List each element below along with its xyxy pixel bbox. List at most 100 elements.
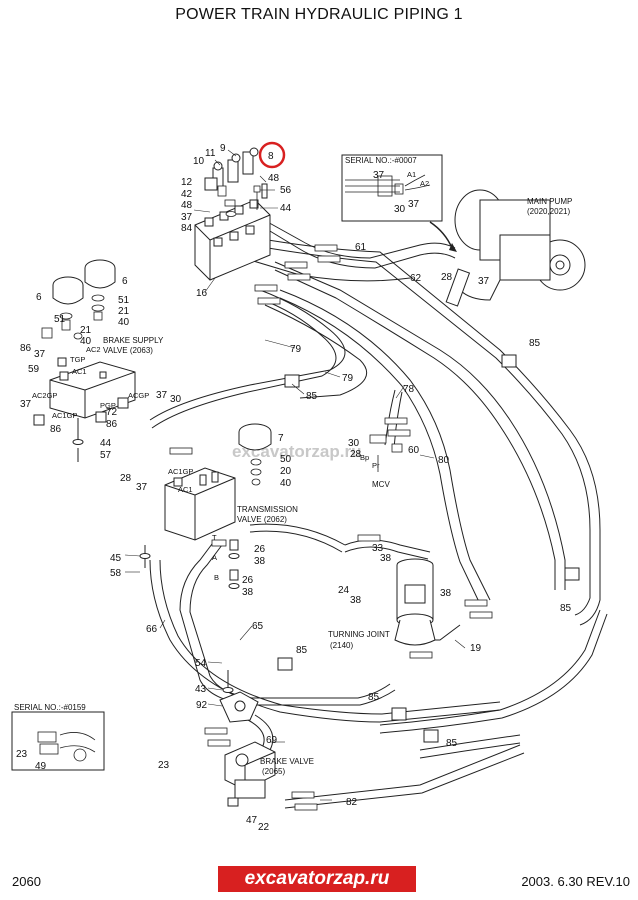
part-number: 59	[28, 364, 40, 375]
part-number: 37	[34, 349, 46, 360]
manifold-block	[194, 199, 271, 281]
hose-fittings	[169, 244, 493, 811]
part-number: 20	[280, 466, 292, 477]
revision-date: 2003. 6.30 REV.10	[521, 874, 630, 889]
part-number: 30	[170, 394, 182, 405]
part-number: 22	[258, 822, 270, 833]
part-number: 45	[110, 553, 122, 564]
part-number: 85	[446, 738, 458, 749]
part-number: 40	[80, 336, 92, 347]
port-label: ACGP	[128, 391, 149, 400]
part-number: 6	[122, 276, 128, 287]
port-label: TGP	[70, 355, 85, 364]
hose-fitting	[211, 539, 227, 547]
transmission-valve	[139, 467, 240, 589]
part-number-highlighted: 8	[268, 151, 274, 162]
hose-fitting	[357, 534, 381, 542]
part-number: 60	[408, 445, 420, 456]
hose-fitting	[287, 273, 311, 281]
pipe-clamps	[277, 354, 580, 743]
main-pump-ref: (2020,2021)	[527, 207, 570, 216]
part-number: 92	[196, 700, 208, 711]
port-label: AC1	[178, 485, 193, 494]
brake-valve-ref: (2065)	[262, 767, 285, 776]
part-number: 58	[110, 568, 122, 579]
pipe-runs	[149, 214, 608, 809]
part-number: 38	[242, 587, 254, 598]
part-number: 43	[195, 684, 207, 695]
part-number: 86	[50, 424, 62, 435]
port-label: Bp	[360, 453, 369, 462]
port-label: AC2GP	[32, 391, 57, 400]
part-number: 57	[100, 450, 112, 461]
part-number: 21	[80, 325, 92, 336]
hose-fitting	[294, 803, 318, 811]
brand-banner[interactable]: excavatorzap.ru	[218, 866, 416, 892]
part-number: 86	[106, 419, 118, 430]
part-number: 85	[306, 391, 318, 402]
brake-valve-label: BRAKE VALVE	[260, 757, 314, 766]
part-number: 24	[338, 585, 350, 596]
part-number: 78	[403, 384, 415, 395]
part-number: 40	[118, 317, 130, 328]
part-number: 85	[560, 603, 572, 614]
highlight-circle	[258, 141, 286, 169]
brake-supply-valve	[33, 357, 136, 462]
hose-fitting	[409, 651, 433, 659]
turning-joint-label: TURNING JOINT	[328, 630, 390, 639]
transmission-label: TRANSMISSION	[237, 505, 298, 514]
part-number: 66	[146, 624, 158, 635]
arrow-head	[449, 243, 457, 252]
hose-fitting	[207, 739, 231, 747]
part-number: 21	[118, 306, 130, 317]
part-number: 61	[355, 242, 367, 253]
part-number: 6	[36, 292, 42, 303]
brake-valve	[224, 741, 276, 807]
clamp	[423, 729, 439, 743]
page-number: 2060	[12, 874, 41, 889]
part-number: 33	[372, 543, 384, 554]
part-number: 44	[280, 203, 292, 214]
part-number: 26	[254, 544, 266, 555]
part-number: 51	[54, 314, 66, 325]
transmission-valve-label: VALVE (2062)	[237, 515, 287, 524]
part-number: 51	[118, 295, 130, 306]
part-number: 85	[529, 338, 541, 349]
part-number: 69	[266, 735, 278, 746]
mcv-label: MCV	[372, 480, 390, 489]
part-number: 38	[380, 553, 392, 564]
part-number: 82	[346, 797, 358, 808]
part-number: 85	[368, 692, 380, 703]
part-number: 23	[16, 749, 28, 760]
part-number: 38	[350, 595, 362, 606]
serial-box-bottom	[11, 711, 105, 771]
part-number: 10	[193, 156, 205, 167]
mcv-fittings	[369, 434, 403, 472]
port-label: AC1GP	[168, 467, 193, 476]
part-number: 37	[181, 212, 193, 223]
main-pump	[445, 189, 586, 307]
part-number: 37	[20, 399, 32, 410]
part-number: 28	[441, 272, 453, 283]
port-label: AC2	[86, 345, 101, 354]
clamp	[391, 707, 407, 721]
port-label: AC1	[72, 367, 87, 376]
accumulators	[52, 259, 272, 451]
part-number: 85	[296, 645, 308, 656]
port-label: B	[214, 573, 219, 582]
part-number: 49	[35, 761, 47, 772]
part-number: 38	[440, 588, 452, 599]
part-number: 11	[205, 148, 216, 159]
clamp	[501, 354, 517, 368]
port-label: Pr	[372, 461, 380, 470]
part-number: 65	[252, 621, 264, 632]
part-number: 37	[478, 276, 490, 287]
part-number: 30	[348, 438, 360, 449]
part-number: 86	[20, 343, 32, 354]
part-number: 23	[158, 760, 170, 771]
port-labels: TGP AC2 AC1 AC2GP AC1GP PGP ACGP AC1GP A…	[32, 170, 429, 582]
part-number: 38	[254, 556, 266, 567]
part-number: 12	[181, 177, 193, 188]
hose-fitting	[284, 261, 308, 269]
